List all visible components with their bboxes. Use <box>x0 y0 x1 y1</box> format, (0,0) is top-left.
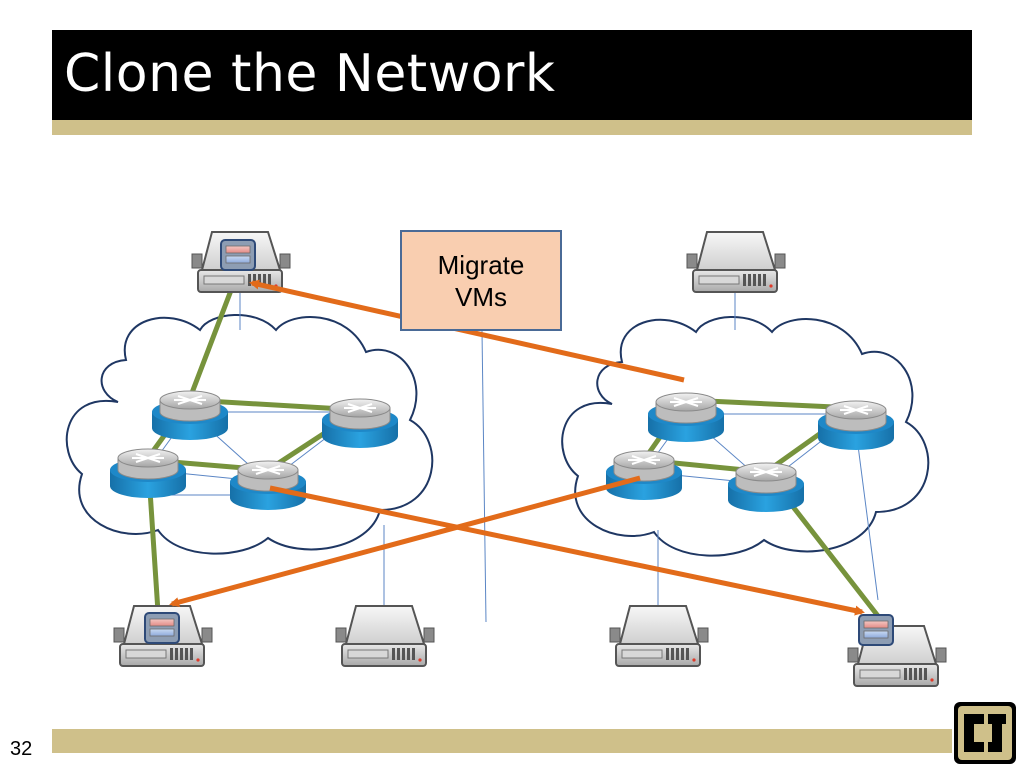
callout-line-1: Migrate <box>437 249 525 280</box>
footer-divider <box>52 729 952 753</box>
router-icon <box>647 392 725 443</box>
router-icon <box>727 462 805 513</box>
slide-title: Clone the Network <box>64 44 556 104</box>
router-icon <box>109 448 187 499</box>
router-icon <box>321 398 399 449</box>
arrow-icon <box>269 485 865 616</box>
vm-icon <box>858 614 894 646</box>
router-icon <box>151 390 229 441</box>
arrow-icon <box>249 279 685 383</box>
arrow-icon <box>169 475 641 608</box>
title-bar: Clone the Network <box>52 30 972 120</box>
server-bottom-middle-left <box>335 605 435 667</box>
callout-line-2: VMs <box>455 281 507 312</box>
migrate-vms-callout: Migrate VMs <box>400 230 562 331</box>
migration-arrows <box>169 279 865 616</box>
divider-line <box>481 330 487 623</box>
server-top-right <box>686 231 786 293</box>
router-icon <box>605 450 683 501</box>
page-number: 32 <box>10 738 33 760</box>
vm-icon <box>220 239 256 271</box>
router-icon <box>817 400 895 451</box>
vm-icon <box>144 612 180 644</box>
title-divider <box>52 120 972 135</box>
router-icon <box>229 460 307 511</box>
university-logo <box>954 702 1016 764</box>
server-bottom-middle-right <box>609 605 709 667</box>
